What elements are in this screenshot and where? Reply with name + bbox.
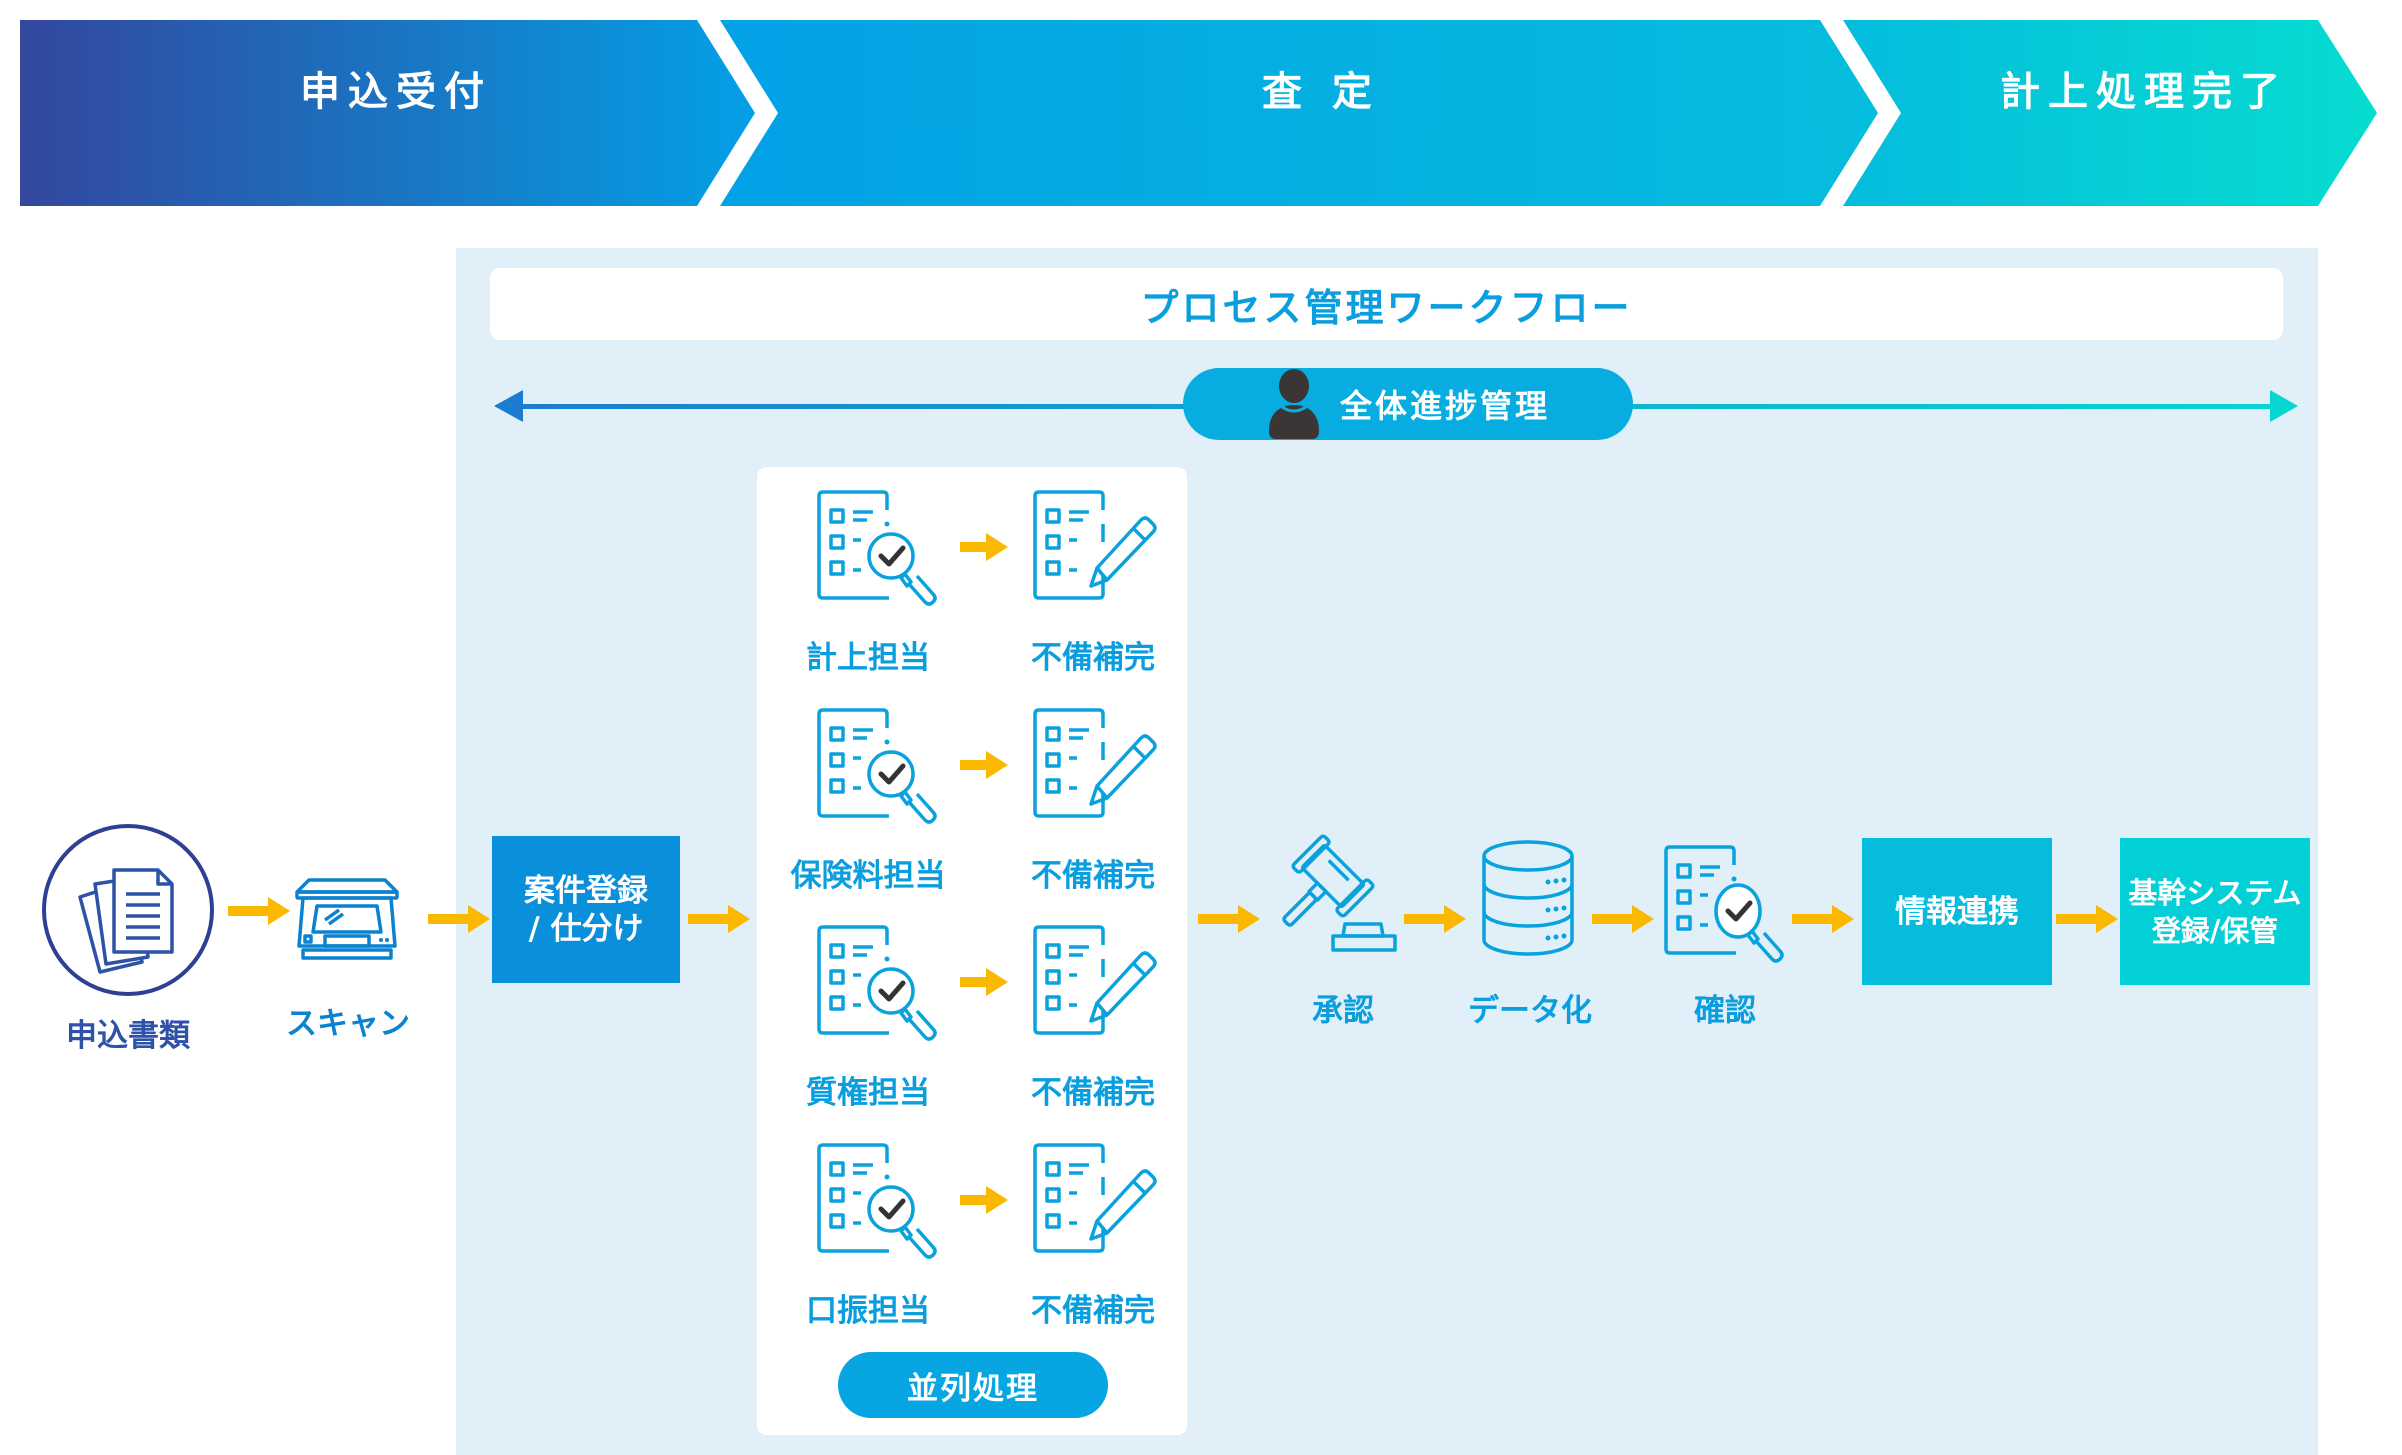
parallel-label-pill: 並列処理	[838, 1352, 1108, 1418]
stage-3-label: 計上処理完了	[2000, 69, 2288, 115]
checklist-search-icon	[1664, 845, 1784, 963]
reviewer-label: 口振担当	[806, 1293, 930, 1329]
reviewer-label: 保険料担当	[790, 858, 946, 894]
digitize-label: データ化	[1468, 993, 1592, 1029]
registration-line1: 案件登録	[524, 872, 648, 909]
core-system-box[interactable]: 基幹システム 登録/保管	[2120, 838, 2310, 985]
fix-label: 不備補完	[1031, 640, 1155, 676]
flow-arrow	[1198, 905, 1260, 933]
stage-3-shape	[1843, 20, 2377, 206]
stage-1-shape	[20, 20, 755, 206]
stage-1-label: 申込受付	[300, 69, 492, 115]
person-icon	[1268, 369, 1319, 439]
confirm-label: 確認	[1694, 993, 1756, 1029]
scan-label: スキャン	[286, 1006, 410, 1042]
scanner-icon	[295, 878, 399, 960]
flow-arrow	[960, 533, 1008, 561]
stage-2-shape	[720, 20, 1878, 206]
documents-icon	[42, 824, 214, 996]
reviewer-label: 質権担当	[806, 1075, 930, 1111]
stage-banner	[20, 20, 2377, 206]
database-icon	[1482, 840, 1574, 956]
approve-label: 承認	[1312, 993, 1374, 1029]
fix-label: 不備補完	[1031, 1075, 1155, 1111]
registration-line2: / 仕分け	[528, 910, 644, 947]
registration-box[interactable]: 案件登録 / 仕分け	[492, 836, 680, 983]
overall-progress-pill[interactable]: 全体進捗管理	[1183, 368, 1633, 440]
flow-arrow	[960, 751, 1008, 779]
checklist-pencil-icon	[1033, 925, 1157, 1035]
flow-arrow	[688, 905, 750, 933]
gavel-icon	[1282, 834, 1397, 952]
flow-arrow	[428, 905, 490, 933]
checklist-search-icon	[817, 490, 937, 606]
flow-arrow	[960, 1186, 1008, 1214]
flow-arrow	[1792, 905, 1854, 933]
flow-arrow	[1404, 905, 1466, 933]
overall-progress-label: 全体進捗管理	[1339, 387, 1550, 425]
fix-label: 不備補完	[1031, 1293, 1155, 1329]
flow-arrow	[228, 897, 290, 925]
reviewer-label: 計上担当	[806, 640, 930, 676]
flow-arrow	[2056, 905, 2118, 933]
core-system-line2: 登録/保管	[2151, 913, 2279, 948]
checklist-pencil-icon	[1033, 1143, 1157, 1253]
fix-label: 不備補完	[1031, 858, 1155, 894]
checklist-search-icon	[817, 925, 937, 1041]
info-link-box[interactable]: 情報連携	[1862, 838, 2052, 985]
info-link-label: 情報連携	[1895, 893, 2019, 930]
stage-2-label: 査 定	[1262, 69, 1380, 115]
checklist-search-icon	[817, 708, 937, 824]
checklist-pencil-icon	[1033, 708, 1157, 818]
arrow-left-head	[494, 390, 523, 422]
documents-label: 申込書類	[66, 1018, 190, 1054]
flow-arrow	[960, 968, 1008, 996]
arrow-right-head	[2270, 390, 2298, 422]
checklist-search-icon	[817, 1143, 937, 1259]
workflow-title: プロセス管理ワークフロー	[1140, 285, 1633, 330]
parallel-panel	[757, 467, 1187, 1435]
workflow-title-bar: プロセス管理ワークフロー	[490, 268, 2283, 340]
flow-arrow	[1592, 905, 1654, 933]
checklist-pencil-icon	[1033, 490, 1157, 600]
core-system-line1: 基幹システム	[2128, 875, 2302, 910]
